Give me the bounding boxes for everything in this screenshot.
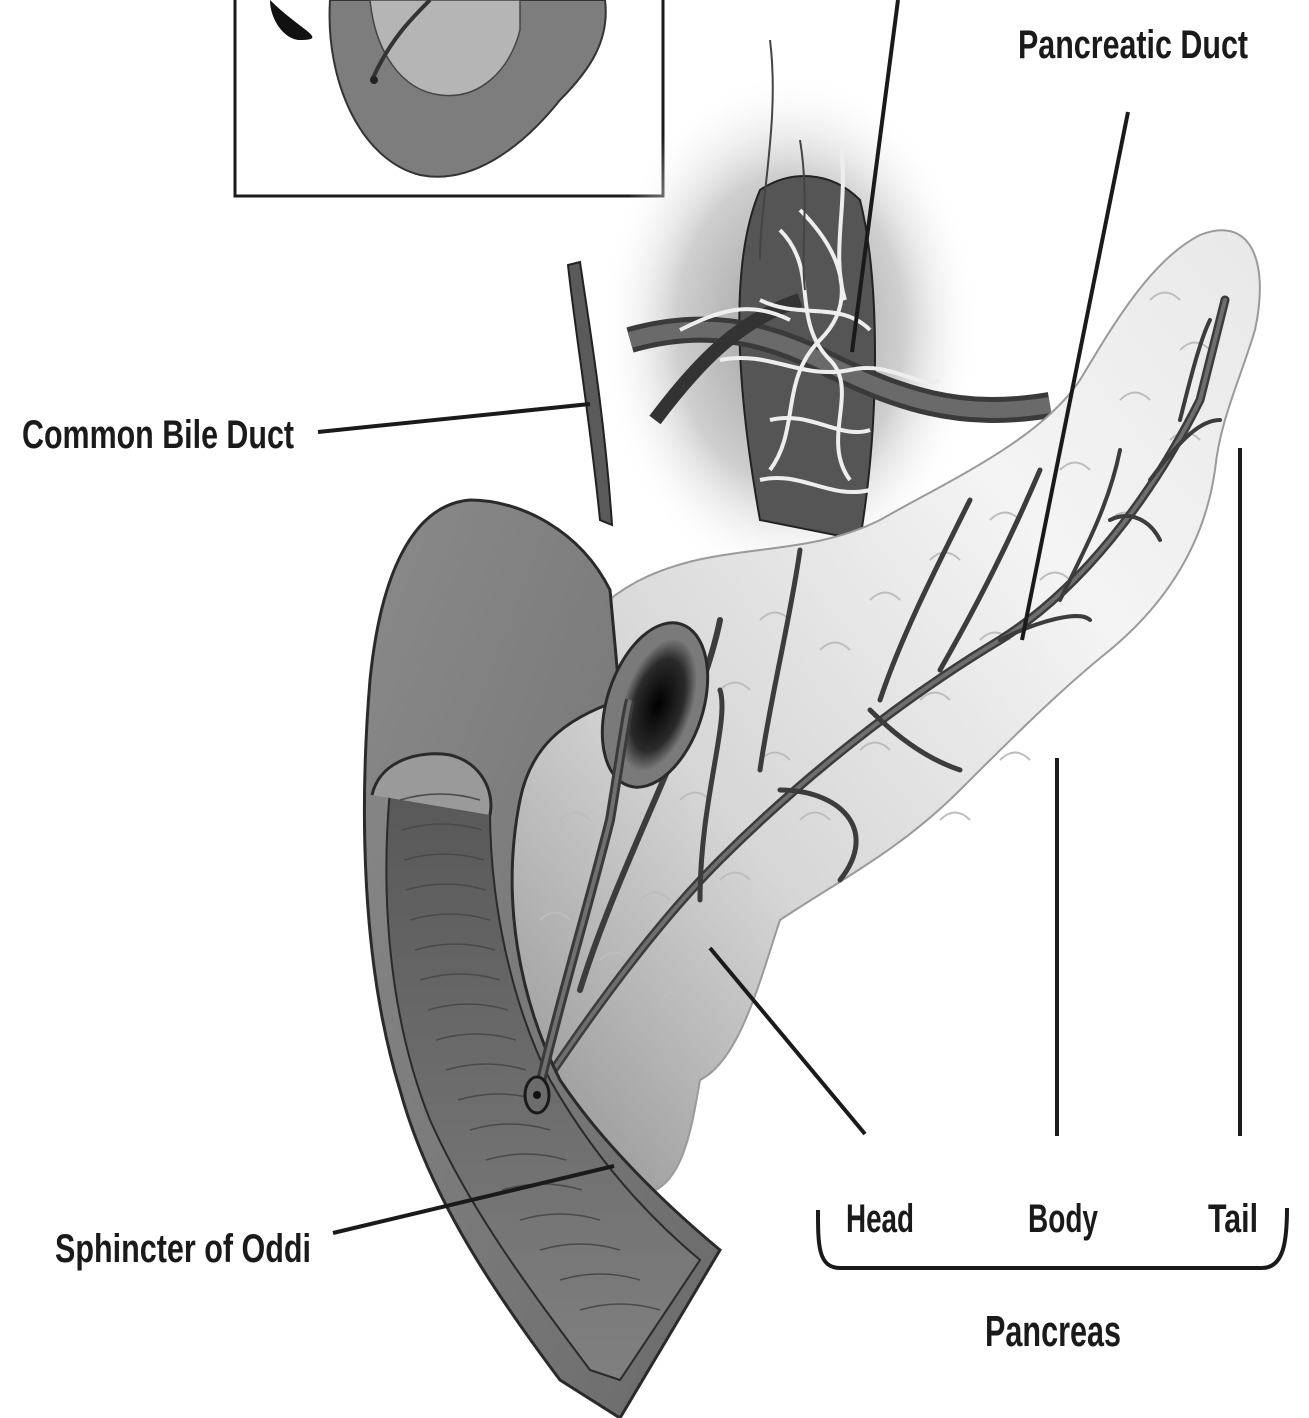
- label-pancreatic-duct: Pancreatic Duct: [1018, 23, 1248, 67]
- label-sphincter-of-oddi: Sphincter of Oddi: [55, 1227, 311, 1271]
- leader-line-common-bile-duct: [318, 404, 590, 432]
- label-pancreas: Pancreas: [985, 1307, 1121, 1356]
- label-tail: Tail: [1208, 1197, 1258, 1241]
- label-head: Head: [846, 1197, 914, 1241]
- sphincter-of-oddi: [525, 1077, 549, 1113]
- label-common-bile-duct: Common Bile Duct: [22, 413, 294, 457]
- inset-box: [235, 0, 663, 196]
- label-body: Body: [1028, 1197, 1099, 1241]
